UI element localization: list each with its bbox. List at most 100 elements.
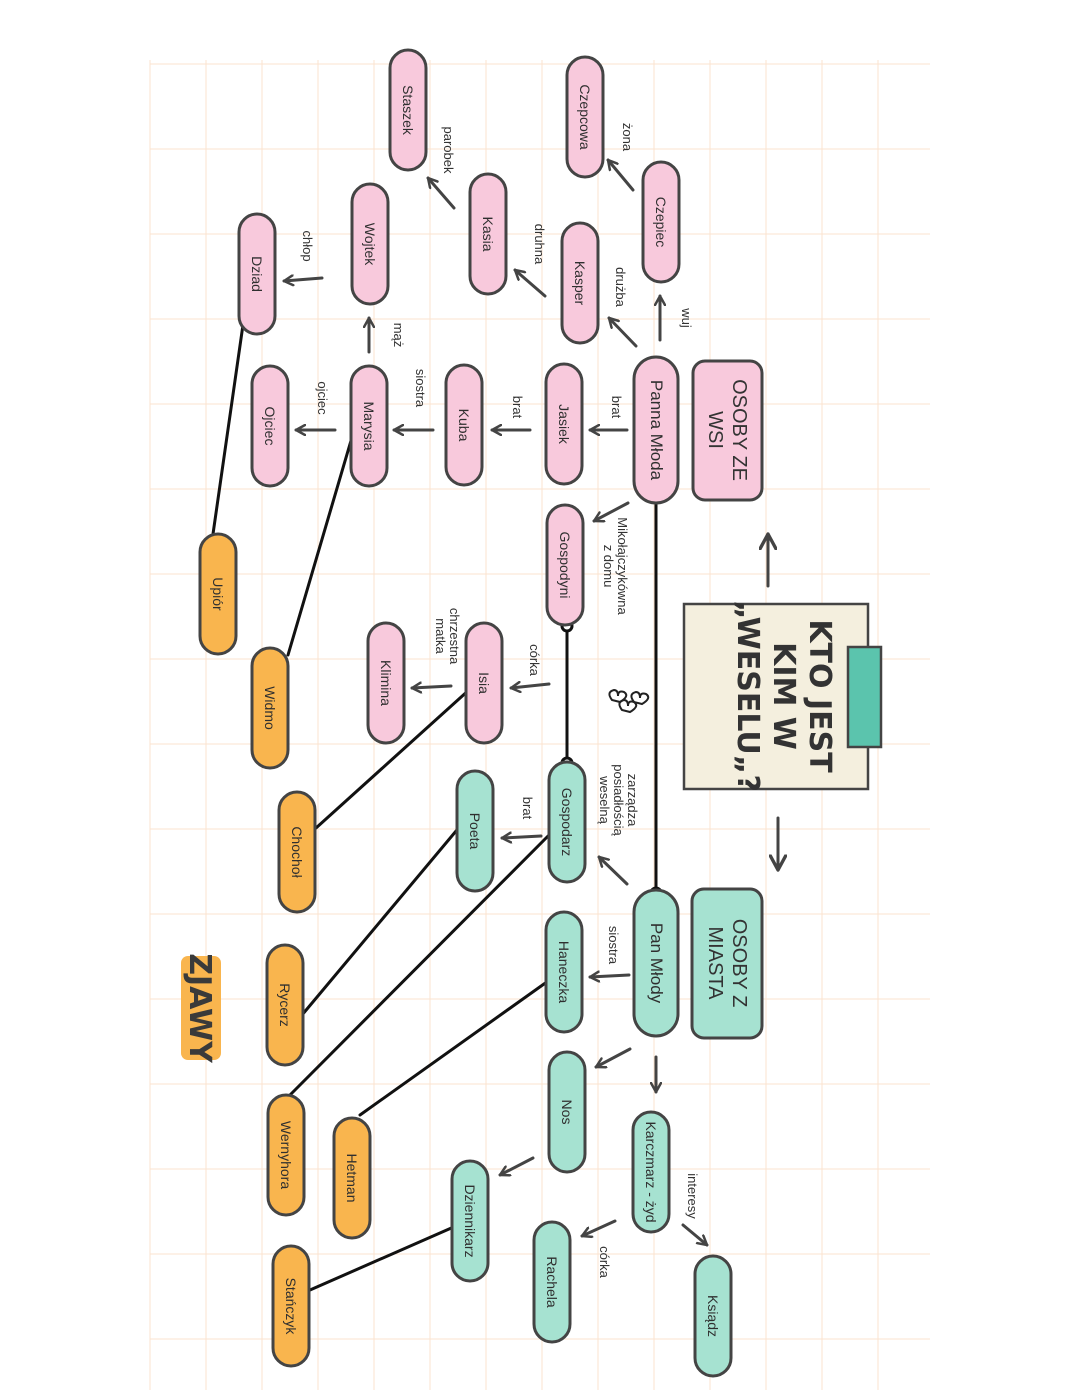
link-stanczyk-dziennikarz <box>308 1222 467 1292</box>
character-label: Upiór <box>210 577 226 611</box>
character-pill <box>641 160 681 284</box>
character-czepcowa: Czepcowa <box>565 55 605 179</box>
label-brat-2: brat <box>510 396 525 419</box>
label-matka-1: matka <box>433 618 448 654</box>
character-widmo: Widmo <box>250 646 290 770</box>
character-pill <box>450 1159 490 1283</box>
label-zarzadza-2: posiadłością <box>611 764 626 836</box>
character-pill <box>468 172 508 296</box>
character-czepiec: Czepiec <box>641 160 681 284</box>
character-pill <box>693 1254 733 1378</box>
character-wojtek: Wojtek <box>350 182 390 306</box>
character-label: Hetman <box>344 1153 360 1202</box>
hearts-icon <box>608 688 650 714</box>
arrow-gospodarz-poeta <box>500 836 543 838</box>
character-pill <box>265 943 305 1067</box>
arrow-isia-klimina <box>410 686 453 688</box>
arrow-kasper-kasia <box>513 268 547 298</box>
relation-arrows <box>282 158 778 1247</box>
character-label: Jasiek <box>556 404 572 445</box>
character-gospodarz: Gospodarz <box>547 760 587 884</box>
label-z-domu-1: z domu <box>601 545 616 588</box>
label-zarzadza-1: zarządza <box>625 774 640 828</box>
arrow-panna-gospodyni <box>592 501 630 523</box>
character-label: Isia <box>476 672 492 694</box>
character-label: Wojtek <box>362 223 378 267</box>
arrow-gospodyni-isia <box>509 684 551 688</box>
character-pill <box>198 532 238 656</box>
character-pill <box>545 503 585 627</box>
group-wsi: OSOBY ZE WSI <box>691 359 764 502</box>
character-label: Ksiądz <box>705 1295 721 1337</box>
arrow-wojtek-dziad <box>282 278 324 281</box>
character-label: Gospodyni <box>557 532 573 599</box>
character-pill <box>444 363 484 487</box>
character-label: Staszek <box>400 85 416 136</box>
character-label: Widmo <box>262 686 278 730</box>
character-isia: Isia <box>464 621 504 745</box>
character-pill <box>366 621 406 745</box>
character-klimina: Klimina <box>366 621 406 745</box>
label-siostra-1: siostra <box>413 369 428 408</box>
character-pill <box>388 48 428 172</box>
character-label: Stańczyk <box>283 1278 299 1336</box>
title-card: KTO JEST KIM W „WESELU„? <box>682 600 883 792</box>
character-pill <box>350 182 390 306</box>
link-wernyhora-gospodarz <box>288 820 564 1097</box>
arrow-panna-kasper <box>607 316 638 348</box>
label-matka-2: chrzestna <box>447 608 462 665</box>
group-miasta-box <box>690 887 764 1040</box>
character-pill <box>547 1050 587 1174</box>
character-chochol: Chochoł <box>277 790 317 914</box>
group-zjawy-box <box>181 956 221 1060</box>
relation-labels: brat brat siostra ojciec mąż chłop drużb… <box>300 123 700 1279</box>
character-label: Czepcowa <box>577 84 593 150</box>
group-zjawy-label: ZJAWY <box>182 953 217 1064</box>
character-label: Kasia <box>480 216 496 251</box>
character-kuba: Kuba <box>444 363 484 487</box>
character-upior: Upiór <box>198 532 238 656</box>
character-hetman: Hetman <box>332 1116 372 1240</box>
character-dziennikarz: Dziennikarz <box>450 1159 490 1283</box>
arrow-czepiec-czepcowa <box>606 158 635 192</box>
character-pill <box>237 212 277 336</box>
character-label: Haneczka <box>556 941 572 1003</box>
title-card-paper <box>682 602 870 791</box>
label-brat-3: brat <box>520 797 535 820</box>
label-interesy: interesy <box>685 1173 700 1219</box>
character-pill <box>277 790 317 914</box>
label-wuj: wuj <box>679 307 694 328</box>
link-chochol-isia <box>314 678 482 830</box>
character-rycerz: Rycerz <box>265 943 305 1067</box>
character-jasiek: Jasiek <box>544 362 584 486</box>
character-pill <box>632 888 680 1038</box>
title-line-3: „WESELU„? <box>730 600 765 792</box>
arrow-karczmarz-ksiadz <box>681 1223 709 1247</box>
character-kasper: Kasper <box>560 221 600 345</box>
character-label: Rachela <box>544 1256 560 1308</box>
label-ojciec: ojciec <box>315 381 330 415</box>
character-label: Nos <box>559 1100 575 1125</box>
character-pill <box>565 55 605 179</box>
group-miasta-line-2: MIASTA <box>704 927 726 1001</box>
character-label: Dziennikarz <box>462 1184 478 1257</box>
character-pill <box>455 769 495 893</box>
label-siostra-2: siostra <box>606 926 621 965</box>
arrow-nos-dziennikarz <box>498 1156 535 1175</box>
link-hetman-haneczka <box>358 972 560 1117</box>
character-poeta: Poeta <box>455 769 495 893</box>
character-pill <box>464 621 504 745</box>
character-label: Gospodarz <box>559 788 575 856</box>
label-z-domu-2: Mikołajczykówna <box>615 517 630 615</box>
character-wernyhora: Wernyhora <box>266 1093 306 1217</box>
character-pan-mlody: Pan Młody <box>632 888 680 1038</box>
character-label: Wernyhora <box>278 1121 294 1189</box>
label-parobek: parobek <box>441 127 456 174</box>
label-corka-2: córka <box>597 1246 612 1279</box>
arrow-kasia-staszek <box>426 176 456 210</box>
label-brat-1: brat <box>609 396 624 419</box>
character-haneczka: Haneczka <box>544 910 584 1034</box>
character-label: Panna Młoda <box>647 380 666 481</box>
character-ksiadz: Ksiądz <box>693 1254 733 1378</box>
